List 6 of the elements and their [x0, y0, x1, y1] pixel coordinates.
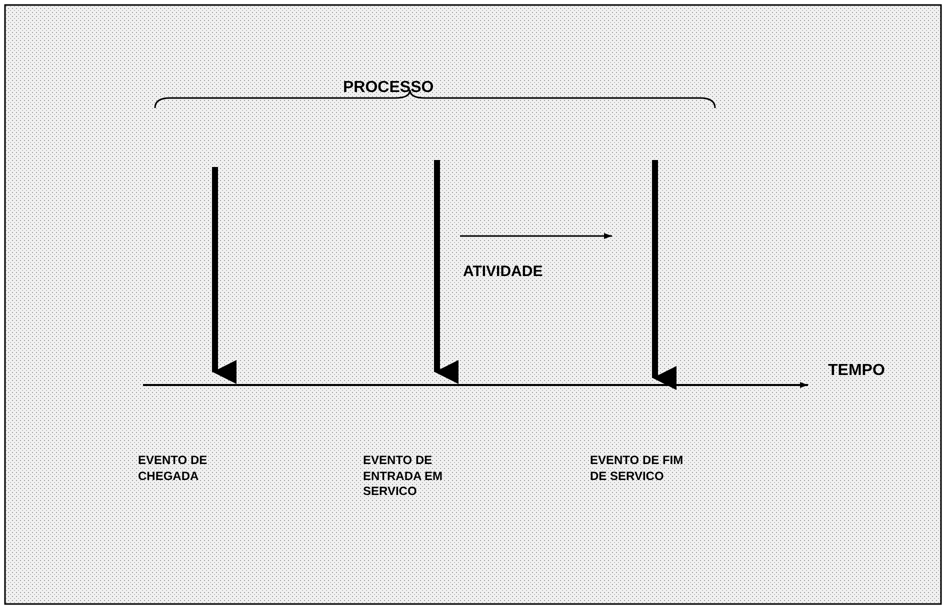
axis-label: TEMPO: [828, 361, 885, 381]
event-label: EVENTO DE FIM DE SERVICO: [590, 453, 684, 484]
event-label: EVENTO DE CHEGADA: [138, 453, 208, 484]
activity-label: ATIVIDADE: [463, 262, 543, 282]
event-label: EVENTO DE ENTRADA EM SERVICO: [363, 453, 444, 500]
process-label: PROCESSO: [343, 78, 434, 98]
